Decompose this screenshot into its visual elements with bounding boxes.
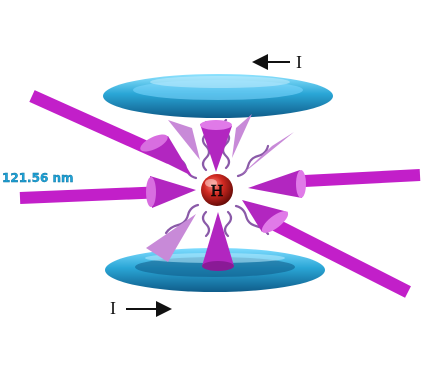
atom-label: H bbox=[211, 181, 223, 200]
cone-top-right bbox=[240, 132, 294, 176]
current-top-text: I bbox=[296, 52, 302, 72]
hydrogen-atom: H bbox=[201, 174, 233, 206]
top-ring bbox=[103, 74, 333, 118]
current-label-bottom: I bbox=[110, 298, 168, 318]
current-bottom-text: I bbox=[110, 298, 116, 318]
cone-upper-mid-right bbox=[232, 114, 252, 158]
cone-right bbox=[248, 170, 302, 198]
beam-horizontal-left bbox=[20, 192, 165, 198]
current-label-top: I bbox=[256, 52, 302, 72]
cone-bottom bbox=[202, 212, 234, 266]
wavelength-label: 121.56 nm bbox=[2, 171, 74, 185]
cone-left bbox=[150, 176, 196, 208]
